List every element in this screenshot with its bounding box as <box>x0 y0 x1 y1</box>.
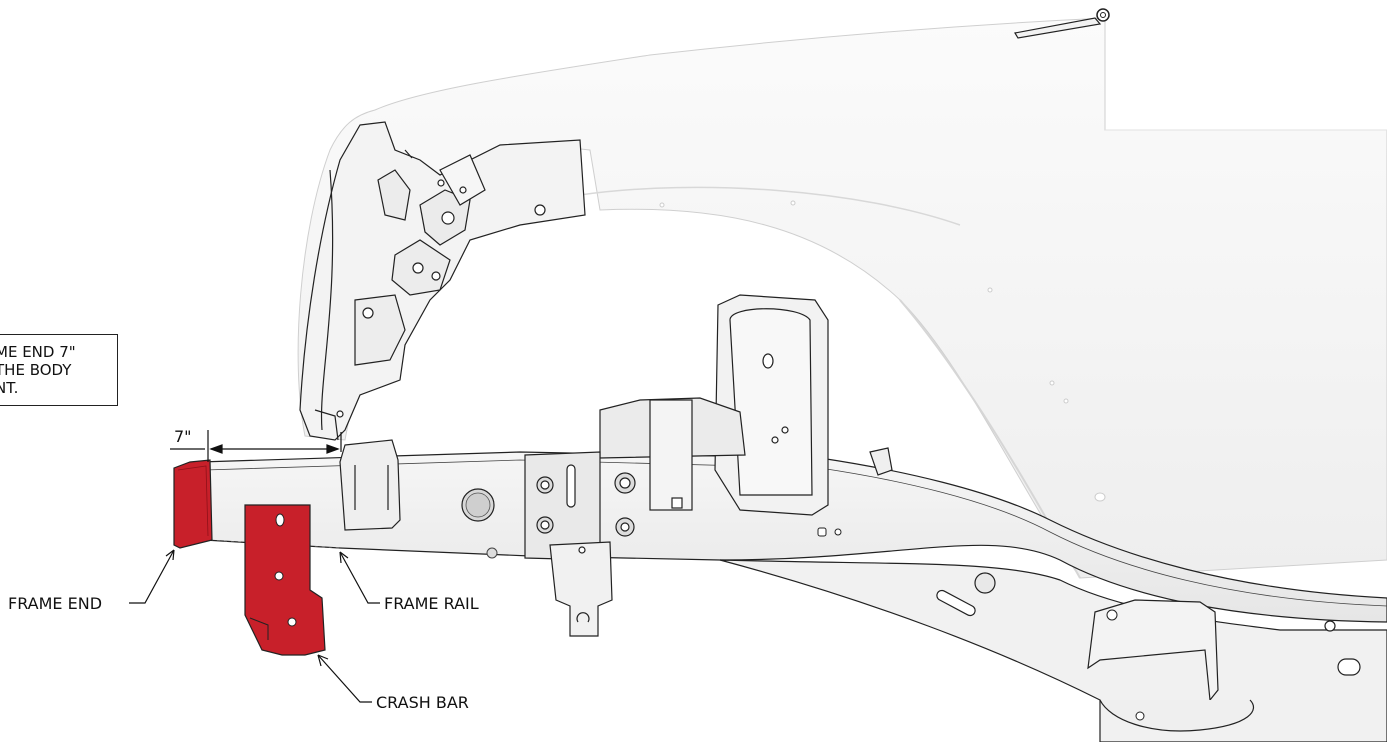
note-line-1: ME END 7" <box>0 343 76 361</box>
dimension-label: 7" <box>174 427 192 446</box>
note-line-3: NT. <box>0 379 19 397</box>
frame-end-part <box>173 459 213 549</box>
callout-frame-rail: FRAME RAIL <box>384 594 479 613</box>
instruction-note-box: ME END 7" THE BODY NT. <box>0 334 118 406</box>
dimension-7in <box>170 430 342 462</box>
leader-lines <box>129 549 380 703</box>
hinge-pivot-icon <box>1096 8 1110 22</box>
note-line-2: THE BODY <box>0 361 72 379</box>
crash-bar-part <box>244 504 326 656</box>
frame-rail <box>199 451 1387 742</box>
body-mount-bracket <box>339 294 893 637</box>
callout-frame-end: FRAME END <box>8 594 103 613</box>
inner-fender-apron <box>299 121 586 441</box>
callout-crash-bar: CRASH BAR <box>376 693 469 712</box>
